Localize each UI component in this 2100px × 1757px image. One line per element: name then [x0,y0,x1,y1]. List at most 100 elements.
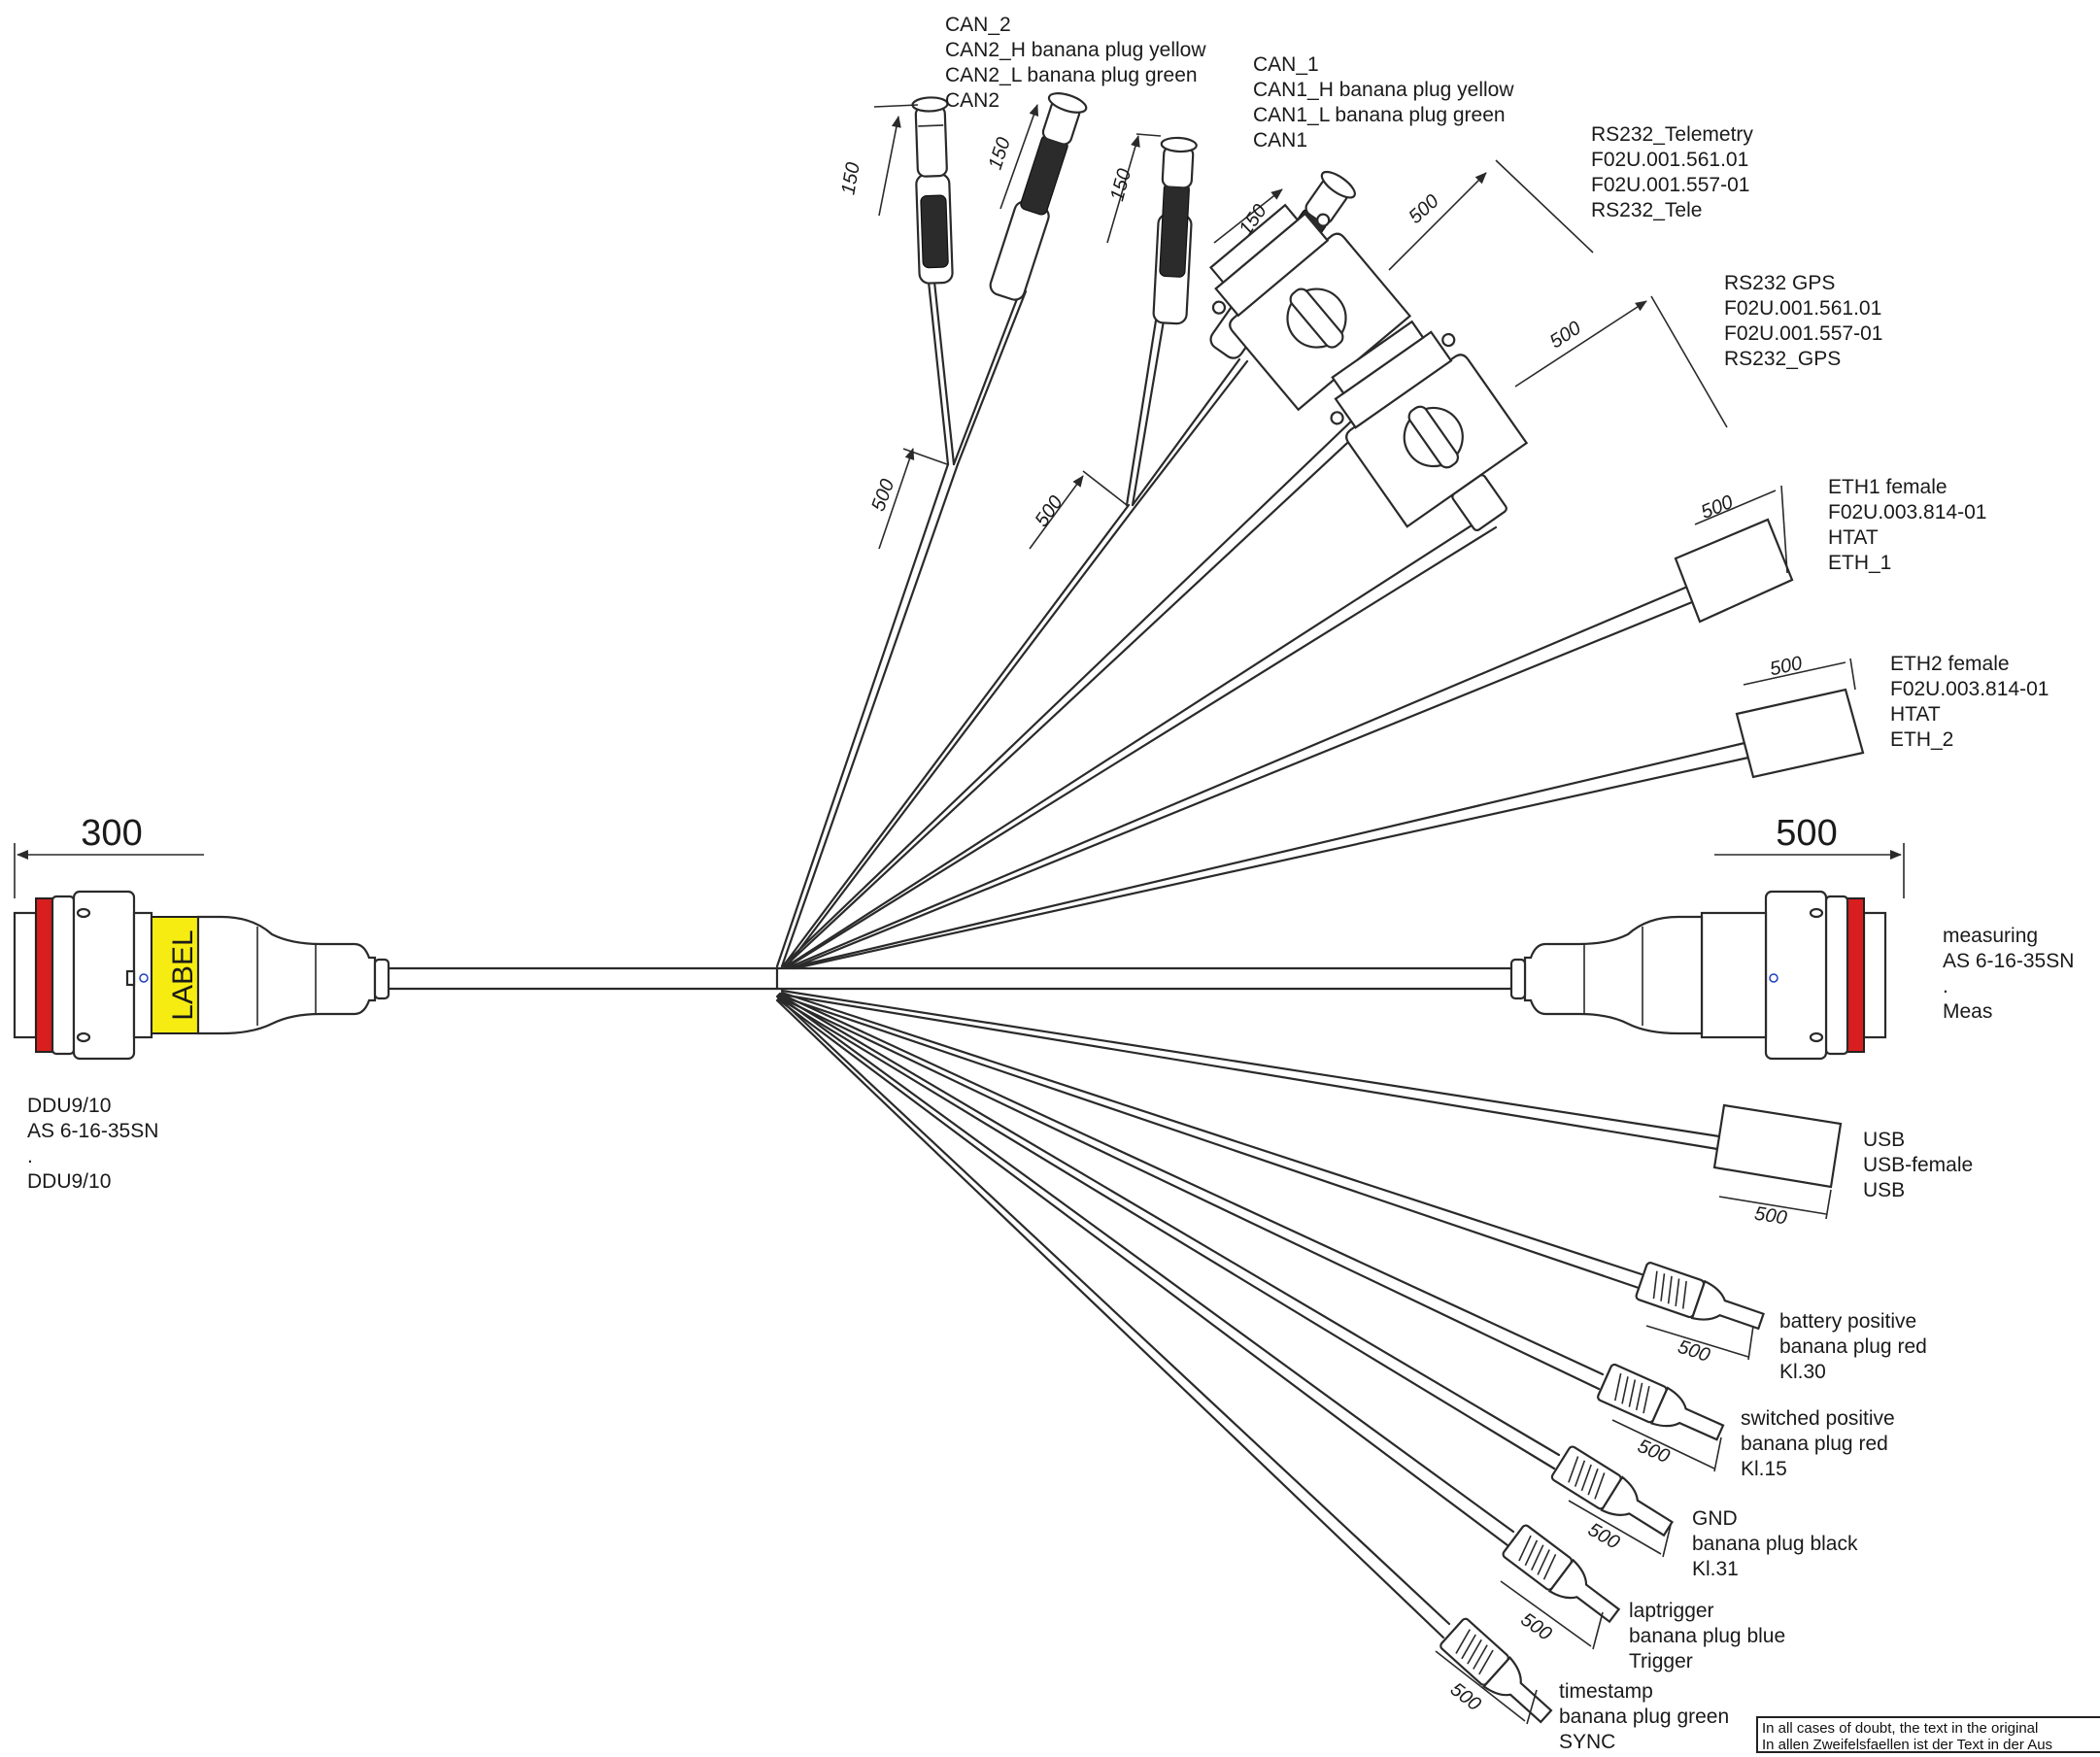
left-main-label-line-2: AS 6-16-35SN [27,1120,158,1142]
gnd-label-line-2: banana plug black [1692,1533,1858,1555]
rs232-gps-label-line-4: RS232_GPS [1724,348,1841,370]
usb-connector: 500 [1712,1103,1843,1230]
left-main-label-line-4: DDU9/10 [27,1170,111,1193]
can1-dim-trunk: 500 [1032,492,1067,531]
can2-label-line-4: CAN2 [945,89,999,112]
laptrigger-label-line-2: banana plug blue [1629,1625,1785,1647]
timestamp-label-line-3: SYNC [1559,1731,1615,1753]
eth1-dim: 500 [1698,491,1736,524]
rs232-gps-label-line-3: F02U.001.557-01 [1724,322,1882,345]
usb-label-line-3: USB [1863,1179,1905,1201]
usb-dim: 500 [1753,1203,1788,1230]
eth1-label-line-1: ETH1 female [1828,476,1948,498]
can1-label-line-2: CAN1_H banana plug yellow [1253,79,1514,101]
rs232-tele-label: RS232_Telemetry F02U.001.561.01 F02U.001… [1591,123,1759,221]
disclaimer-line-2: In allen Zweifelsfaellen ist der Text in… [1762,1737,2053,1753]
switched-label-line-1: switched positive [1741,1407,1895,1430]
can1-dim-a: 150 [1106,166,1135,203]
rs232-tele-label-line-2: F02U.001.561.01 [1591,149,1748,171]
can2-connector: 150 150 500 [837,92,1088,550]
usb-label-line-1: USB [1863,1129,1905,1151]
rs232-tele-label-line-3: F02U.001.557-01 [1591,174,1749,196]
gnd-label-line-1: GND [1692,1507,1738,1530]
right-main-label: measuring AS 6-16-35SN . Meas [1943,925,2080,1023]
gnd-dim: 500 [1584,1519,1623,1554]
can2-label: CAN_2 CAN2_H banana plug yellow CAN2_L b… [945,14,1211,112]
dim-right-main: 500 [1714,813,1905,898]
timestamp-label-line-1: timestamp [1559,1680,1653,1703]
dim-left-main: 300 [14,813,204,898]
timestamp-label-line-2: banana plug green [1559,1706,1729,1728]
right-main-label-line-1: measuring [1943,925,2038,947]
gnd-label-line-3: Kl.31 [1692,1558,1739,1580]
disclaimer-line-1: In all cases of doubt, the text in the o… [1762,1720,2039,1737]
eth2-label-line-3: HTAT [1890,703,1941,726]
eth1-label-line-4: ETH_1 [1828,552,1891,574]
disclaimer-note: In all cases of doubt, the text in the o… [1756,1716,2100,1753]
right-main-connector [1509,890,1887,1061]
can2-dim-trunk: 500 [867,477,898,515]
eth2-label-line-2: F02U.003.814-01 [1890,678,2049,700]
battery-label-line-1: battery positive [1779,1310,1916,1333]
can2-dim-b: 150 [985,135,1015,173]
dim-text-left-main: 300 [81,813,142,854]
switched-label-line-2: banana plug red [1741,1433,1888,1455]
can2-label-line-1: CAN_2 [945,14,1011,36]
laptrigger-label-line-1: laptrigger [1629,1600,1714,1622]
can1-label-line-4: CAN1 [1253,129,1307,152]
switched-dim: 500 [1635,1436,1673,1468]
battery-label-line-2: banana plug red [1779,1335,1927,1358]
timestamp-plug [1440,1617,1553,1724]
battery-dim: 500 [1676,1336,1713,1367]
left-main-label-line-1: DDU9/10 [27,1095,111,1117]
label-tag: LABEL [167,929,199,1020]
right-main-label-line-3: . [1943,975,1948,997]
eth2-label-line-1: ETH2 female [1890,653,2010,675]
main-trunk [387,966,1532,991]
rs232-tele-label-line-1: RS232_Telemetry [1591,123,1753,146]
eth2-connector: 500 [1735,653,1865,779]
right-main-label-line-2: AS 6-16-35SN [1943,950,2074,972]
lower-branch-wires [775,989,1721,1639]
left-main-connector: LABEL [13,890,390,1061]
battery-label: battery positive banana plug red Kl.30 [1779,1310,1933,1383]
switched-label-line-3: Kl.15 [1741,1458,1787,1480]
eth2-label: ETH2 female F02U.003.814-01 HTAT ETH_2 [1890,653,2054,751]
gnd-plug [1550,1445,1675,1537]
gnd-label: GND banana plug black Kl.31 [1692,1507,1863,1580]
battery-label-line-3: Kl.30 [1779,1361,1826,1383]
laptrigger-plug [1502,1524,1621,1624]
eth2-label-line-4: ETH_2 [1890,728,1953,751]
upper-branch-wires [775,394,1750,970]
eth1-label-line-2: F02U.003.814-01 [1828,501,1986,524]
timestamp-label: timestamp banana plug green SYNC [1559,1680,1735,1753]
usb-label-line-2: USB-female [1863,1154,1973,1176]
dim-text-right-main: 500 [1776,813,1837,854]
can2-dim-a: 150 [837,161,864,197]
can2-label-line-2: CAN2_H banana plug yellow [945,39,1206,61]
laptrigger-label: laptrigger banana plug blue Trigger [1629,1600,1791,1673]
right-main-label-line-4: Meas [1943,1000,1992,1023]
can1-label-line-1: CAN_1 [1253,53,1319,76]
switched-label: switched positive banana plug red Kl.15 [1741,1407,1901,1480]
eth1-label-line-3: HTAT [1828,526,1879,549]
rs232-gps-label-line-2: F02U.001.561.01 [1724,297,1881,320]
can1-label: CAN_1 CAN1_H banana plug yellow CAN1_L b… [1253,53,1519,152]
eth1-label: ETH1 female F02U.003.814-01 HTAT ETH_1 [1828,476,1992,574]
rs232-gps-label-line-1: RS232 GPS [1724,272,1835,294]
can1-label-line-3: CAN1_L banana plug green [1253,104,1506,126]
laptrigger-dim: 500 [1516,1609,1555,1645]
rs232-gps-dim: 500 [1546,318,1585,354]
eth1-connector: 500 [1674,485,1794,624]
usb-label: USB USB-female USB [1863,1129,1979,1201]
rs232-gps-label: RS232 GPS F02U.001.561.01 F02U.001.557-0… [1724,272,1888,370]
left-main-label: DDU9/10 AS 6-16-35SN . DDU9/10 [27,1095,164,1193]
left-main-label-line-3: . [27,1145,33,1167]
switched-plug [1597,1363,1725,1441]
can2-label-line-3: CAN2_L banana plug green [945,64,1198,86]
eth2-dim: 500 [1768,653,1804,680]
battery-dim-line [1645,1325,1749,1358]
rs232-tele-label-line-4: RS232_Tele [1591,199,1702,221]
battery-plug [1635,1262,1765,1331]
